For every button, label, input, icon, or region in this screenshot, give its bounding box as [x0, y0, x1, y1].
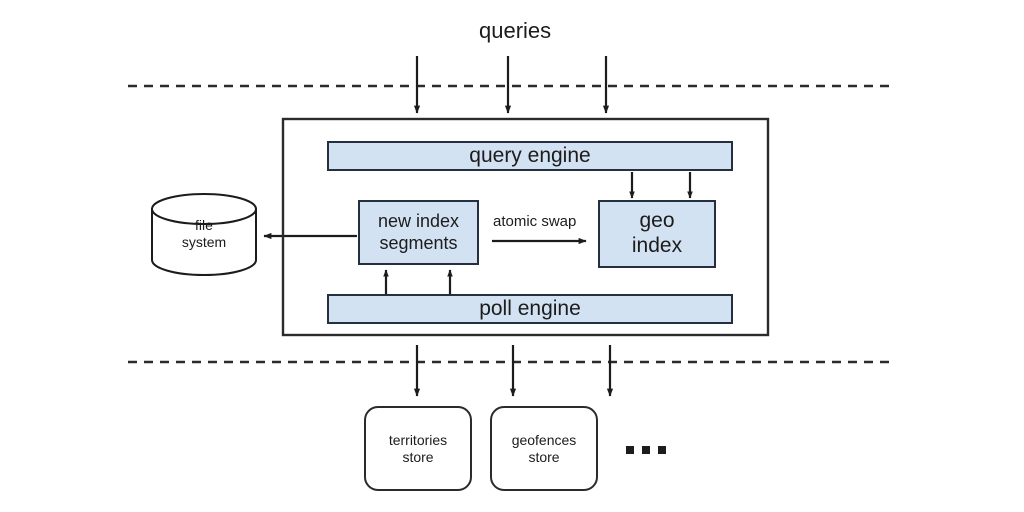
new-index-segments-line1: new index — [377, 211, 460, 232]
geofences-store-line1: geofences — [511, 431, 577, 448]
ellipsis-dot-2 — [642, 446, 650, 454]
geo-index-line1: geo — [639, 209, 675, 233]
new-index-segments-box[interactable]: new index segments — [358, 200, 479, 265]
file-system-cylinder — [151, 193, 257, 276]
atomic-swap-label: atomic swap — [493, 213, 577, 230]
ellipsis-dot-1 — [626, 446, 634, 454]
queries-title: queries — [479, 18, 552, 43]
geofences-store-line2: store — [528, 448, 560, 465]
file-system-label: file system — [152, 212, 256, 256]
file-system-label-line1: file — [195, 216, 213, 233]
file-system-label-line2: system — [181, 234, 227, 250]
territories-store-box[interactable]: territories store — [364, 406, 472, 491]
geo-index-box[interactable]: geo index — [598, 200, 716, 268]
territories-store-line2: store — [402, 448, 434, 465]
geo-index-line2: index — [631, 234, 683, 257]
query-engine-box[interactable]: query engine — [327, 141, 733, 171]
poll-engine-box[interactable]: poll engine — [327, 294, 733, 324]
ellipsis-dot-3 — [658, 446, 666, 454]
new-index-segments-line2: segments — [379, 232, 458, 253]
geofences-store-box[interactable]: geofences store — [490, 406, 598, 491]
territories-store-line1: territories — [388, 431, 448, 448]
service-container-outline — [281, 117, 770, 337]
